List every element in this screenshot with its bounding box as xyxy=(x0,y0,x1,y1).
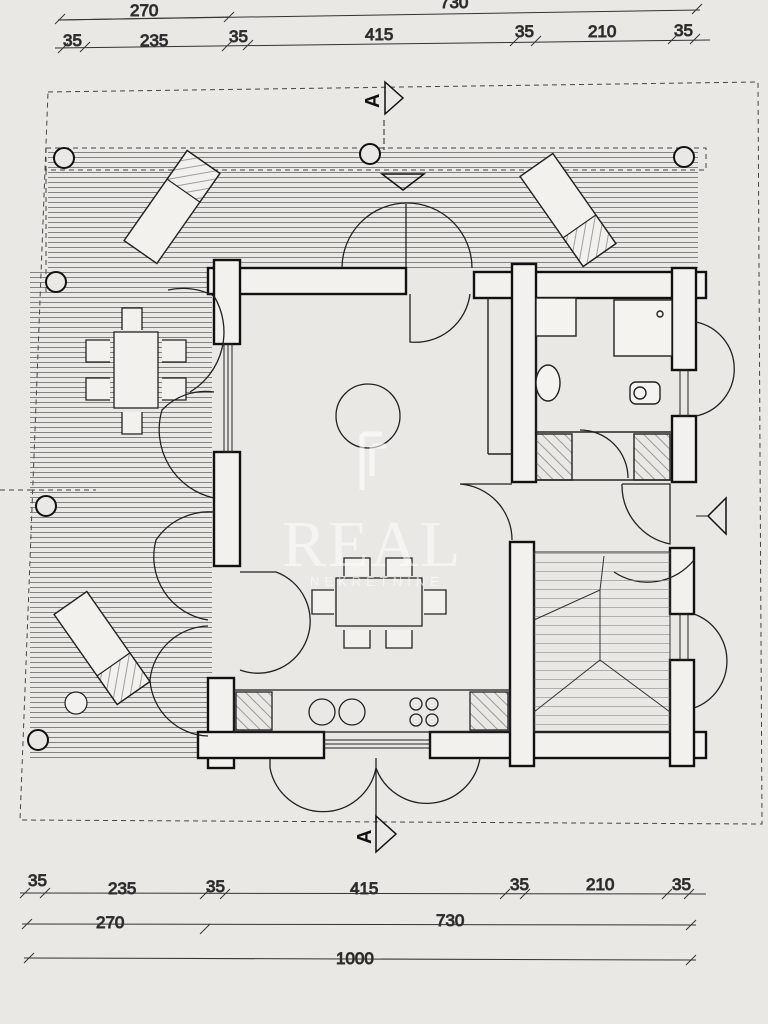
windows xyxy=(223,343,689,749)
dim-bottom-235: 235 xyxy=(108,879,136,898)
door-arc xyxy=(341,202,473,269)
dining-table xyxy=(335,577,423,627)
door-arc xyxy=(695,321,735,417)
door-arc xyxy=(409,293,471,343)
dim-bottom-210: 210 xyxy=(586,875,614,894)
washbasin xyxy=(535,364,561,402)
wall-right-3 xyxy=(668,546,696,616)
column xyxy=(27,729,49,751)
dim-top-730: 730 xyxy=(440,0,468,12)
dim-bottom-415: 415 xyxy=(350,879,378,898)
sun-lounger xyxy=(519,152,617,268)
staircase xyxy=(533,551,671,733)
wall-right-4 xyxy=(668,658,696,768)
column xyxy=(35,495,57,517)
door-arc xyxy=(621,483,671,545)
shower-drain xyxy=(656,310,664,318)
wall-bottom-right xyxy=(428,730,708,760)
window-right-stair xyxy=(679,613,689,661)
top-dimension-line-1: 270 730 xyxy=(54,0,703,25)
dim-top2-210: 210 xyxy=(588,22,616,41)
sink-bowl xyxy=(338,698,366,726)
cooktop-burner xyxy=(425,697,439,711)
wall-right-2 xyxy=(670,414,698,484)
outdoor-dining-set xyxy=(85,307,187,435)
sun-lounger xyxy=(53,590,151,706)
section-marker-right xyxy=(696,496,727,536)
door-arc xyxy=(149,625,209,737)
door-arc xyxy=(459,483,513,541)
door-arc xyxy=(579,429,629,479)
door-arc xyxy=(153,511,215,621)
door-arc xyxy=(693,613,728,709)
round-table xyxy=(335,383,401,449)
side-table xyxy=(64,691,88,715)
kitchen-counter xyxy=(233,689,511,733)
dim-top2-35c: 35 xyxy=(515,22,534,41)
dim-top2-35b: 35 xyxy=(229,27,248,46)
sun-lounger xyxy=(123,149,221,265)
wall-bottom-left xyxy=(196,730,326,760)
watermark: REAL NEKRETNINE xyxy=(282,431,462,589)
dim-bottom2-730: 730 xyxy=(436,911,464,930)
wall-left-mid xyxy=(212,450,242,568)
dim-bottom-35c: 35 xyxy=(510,875,529,894)
dim-top2-415: 415 xyxy=(365,25,393,44)
bottom-dimension-line-2: 270 730 xyxy=(21,911,697,935)
door-arc xyxy=(239,571,311,674)
dim-top-270: 270 xyxy=(130,1,158,20)
living-room xyxy=(311,383,447,649)
dim-bottom-35a: 35 xyxy=(28,871,47,890)
section-label: A xyxy=(362,94,384,108)
dim-top2-235: 235 xyxy=(140,31,168,50)
wall-interior-upper xyxy=(510,262,538,484)
cooktop-burner xyxy=(425,713,439,727)
bottom-dimension-line-1: 35 235 35 415 35 210 35 xyxy=(19,871,707,900)
column xyxy=(53,147,75,169)
column xyxy=(359,143,381,165)
bathroom-partitions xyxy=(487,297,673,481)
wall-right-1 xyxy=(670,266,698,372)
top-dimension-line-2: 35 235 35 415 35 210 35 xyxy=(54,21,711,54)
cooktop-burner xyxy=(409,697,423,711)
shower-tray xyxy=(613,299,673,357)
dim-bottom2-270: 270 xyxy=(96,913,124,932)
door-arc xyxy=(158,287,225,499)
column xyxy=(673,146,695,168)
dim-bottom-35b: 35 xyxy=(206,877,225,896)
wall-interior-lower xyxy=(508,540,536,768)
bottom-dimension-line-total: 1000 xyxy=(23,949,697,969)
section-label: A xyxy=(354,830,376,844)
wall-left-upper xyxy=(212,258,242,346)
sink-bowl xyxy=(308,698,336,726)
dim-bottom-35d: 35 xyxy=(672,875,691,894)
section-marker-top: A xyxy=(362,80,427,191)
column xyxy=(45,271,67,293)
terrace-columns xyxy=(27,143,695,751)
dim-top2-35d: 35 xyxy=(674,21,693,40)
dim-bottom-total: 1000 xyxy=(336,949,374,968)
section-marker-bottom: A xyxy=(354,814,398,854)
watermark-subtitle: NEKRETNINE xyxy=(310,574,444,589)
cooktop-burner xyxy=(409,713,423,727)
dim-top2-35a: 35 xyxy=(63,31,82,50)
window-right-bath xyxy=(679,369,689,417)
door-arc xyxy=(269,757,481,813)
watermark-logo-icon xyxy=(359,431,386,490)
watermark-brand: REAL xyxy=(282,508,462,581)
